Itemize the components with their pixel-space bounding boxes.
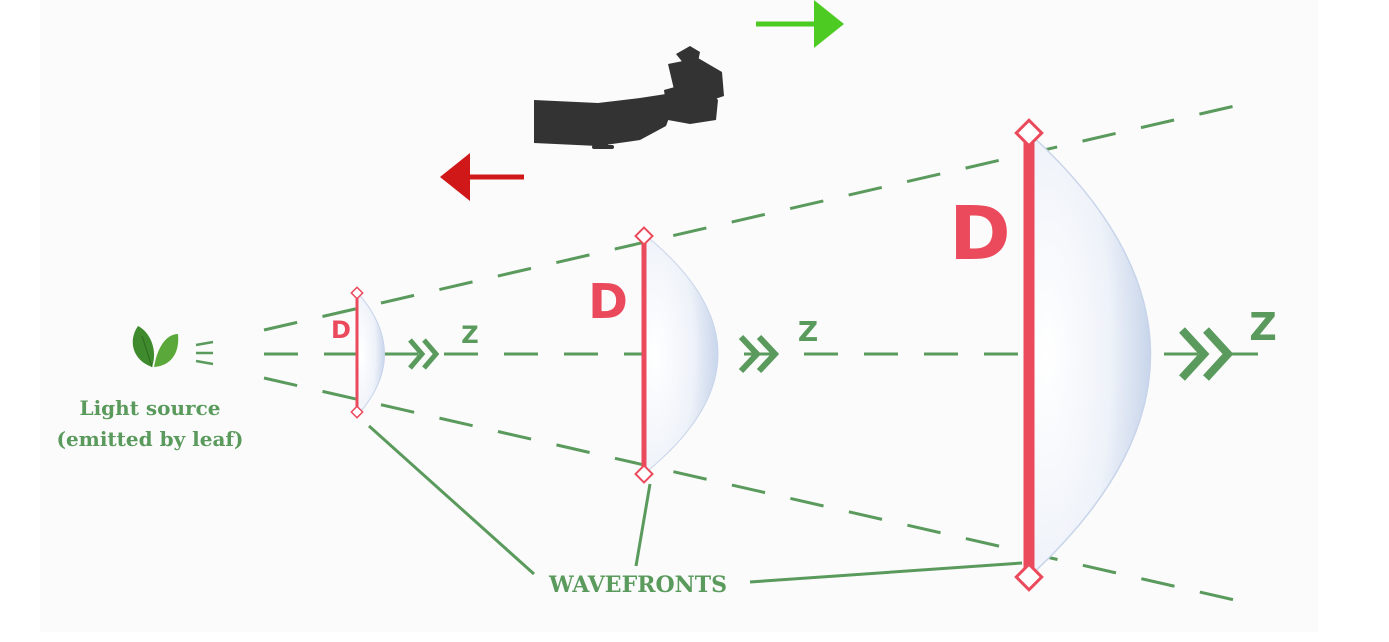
arrow-right-icon xyxy=(756,0,844,48)
wavefront-medium: D Z xyxy=(588,226,818,484)
wavefronts-label: WAVEFRONTS xyxy=(548,572,727,598)
lower-beam-line xyxy=(263,376,1253,606)
propagation-chevron-icon xyxy=(408,338,440,370)
wavefront-lens xyxy=(643,232,719,476)
propagation-label: Z xyxy=(1249,305,1277,349)
spotting-scope-icon xyxy=(534,46,724,149)
propagation-chevron-icon xyxy=(1179,327,1234,381)
light-source: Light source (emitted by leaf) xyxy=(56,326,244,451)
upper-beam-line xyxy=(263,100,1253,332)
callout-leader-lines xyxy=(367,424,1023,584)
wavefront-large: D Z xyxy=(949,118,1277,592)
wavefronts-callout: WAVEFRONTS xyxy=(367,424,1023,598)
diameter-bar xyxy=(350,286,364,419)
diameter-label: D xyxy=(949,191,1010,277)
wavefront-lens xyxy=(1028,131,1152,579)
diameter-label: D xyxy=(588,274,628,330)
wavefront-small: D Z xyxy=(331,286,479,419)
wavefront-lens xyxy=(356,290,385,418)
propagation-chevron-icon xyxy=(738,334,780,374)
light-source-label-line2: (emitted by leaf) xyxy=(56,427,243,451)
diameter-bar xyxy=(1014,118,1044,592)
emission-lines-icon xyxy=(195,340,214,366)
propagation-label: Z xyxy=(461,321,478,349)
leaf-icon xyxy=(132,326,179,368)
light-source-label-line1: Light source xyxy=(80,396,221,420)
arrow-left-icon xyxy=(440,153,524,201)
diameter-bar xyxy=(634,226,654,484)
propagation-label: Z xyxy=(798,315,818,348)
diameter-label: D xyxy=(331,316,351,344)
